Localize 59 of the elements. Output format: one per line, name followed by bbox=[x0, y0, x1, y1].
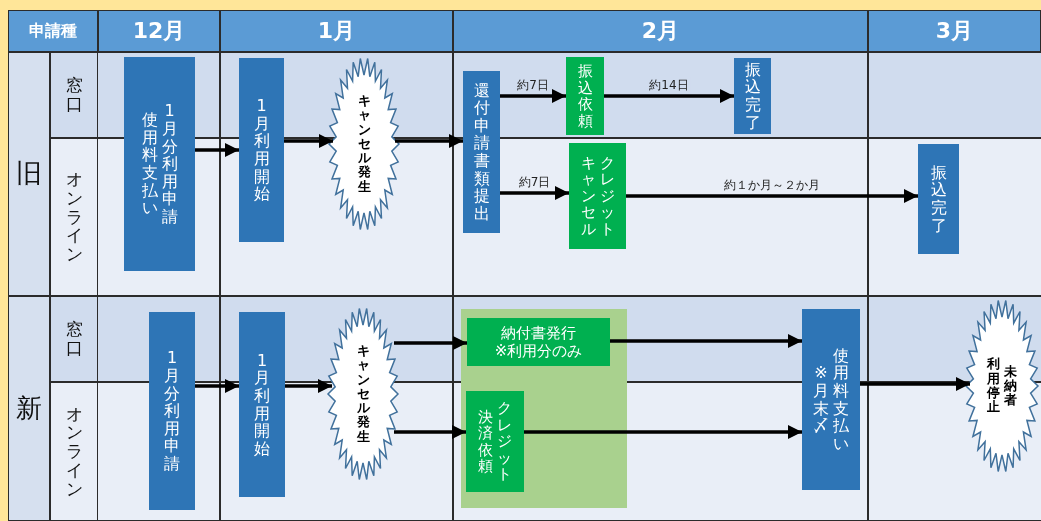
column-header: 3月 bbox=[935, 17, 974, 45]
group-panel bbox=[461, 309, 627, 508]
process-box bbox=[124, 57, 195, 271]
arrow bbox=[860, 377, 970, 391]
node-text: キャンセル発生 bbox=[356, 343, 370, 445]
process-box bbox=[466, 391, 524, 492]
arrow bbox=[284, 134, 333, 148]
process-box bbox=[918, 144, 959, 254]
process-box bbox=[239, 312, 285, 497]
arrow bbox=[195, 143, 239, 157]
column-header: 申請種 bbox=[29, 21, 77, 41]
node-text: 1月分利用申請 bbox=[164, 349, 180, 473]
node-text: 未納者 bbox=[1004, 364, 1017, 408]
arrow bbox=[395, 134, 463, 148]
node-text: 決済依頼 bbox=[478, 408, 493, 475]
node-text: ※月末〆 bbox=[813, 364, 829, 435]
column-header: 2月 bbox=[641, 17, 680, 45]
process-box bbox=[239, 58, 284, 242]
node-text: クレジット bbox=[497, 400, 512, 483]
arrow bbox=[394, 336, 467, 350]
process-box bbox=[569, 143, 626, 249]
lane-label: オンライン bbox=[65, 404, 83, 499]
process-box bbox=[734, 58, 771, 134]
lane-label: 窓口 bbox=[65, 320, 83, 358]
node-text: 1月利用開始 bbox=[254, 351, 270, 458]
node-text: 振込完了 bbox=[930, 163, 947, 235]
node-text: キャンセル bbox=[580, 154, 596, 238]
node-text: 振込完了 bbox=[744, 60, 761, 132]
lane-label: 窓口 bbox=[65, 76, 83, 114]
arrow bbox=[500, 186, 569, 200]
node-text: 1月利用開始 bbox=[253, 97, 270, 203]
arrow bbox=[610, 334, 802, 348]
lane-label: オンライン bbox=[65, 170, 83, 264]
arrow bbox=[195, 379, 239, 393]
node-text: 還付申請書類提出 bbox=[473, 81, 490, 223]
arrow bbox=[285, 379, 332, 393]
node-text: 利用停止 bbox=[987, 357, 1000, 415]
arrow bbox=[524, 425, 802, 439]
row-group-label: 旧 bbox=[16, 158, 42, 190]
node-text: クレジット bbox=[599, 154, 615, 238]
node-text: 1月分利用申請 bbox=[161, 102, 178, 226]
node-text: 納付書発行 bbox=[501, 324, 576, 342]
column-header: 1月 bbox=[317, 17, 356, 45]
node-text: キャンセル発生 bbox=[357, 93, 371, 195]
process-box bbox=[149, 312, 195, 510]
process-box bbox=[467, 318, 610, 366]
column-header: 12月 bbox=[132, 17, 186, 45]
process-box bbox=[566, 57, 604, 135]
node-text: 使用料支払い bbox=[833, 346, 849, 453]
node-text: ※利用分のみ bbox=[494, 342, 583, 360]
row-group-label: 新 bbox=[16, 392, 42, 425]
arrow bbox=[604, 89, 734, 103]
arrow bbox=[394, 425, 466, 439]
node-text: 振込依頼 bbox=[577, 63, 593, 129]
arrow bbox=[626, 189, 918, 203]
process-box bbox=[802, 309, 860, 490]
process-box bbox=[463, 71, 500, 233]
arrow bbox=[500, 89, 566, 103]
node-text: 使用料支払い bbox=[141, 111, 158, 217]
